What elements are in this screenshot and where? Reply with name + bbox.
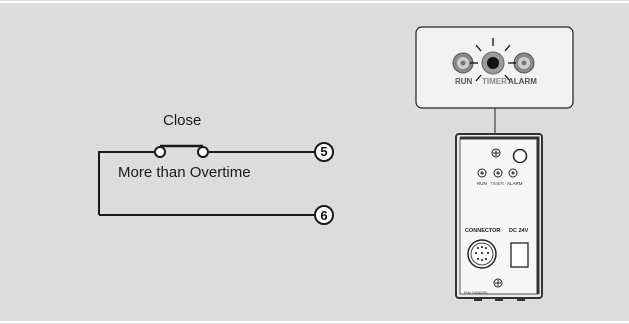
- callout-timer-led: [481, 51, 505, 75]
- wire-top: [98, 151, 160, 215]
- panel-knob: [512, 148, 528, 164]
- condition-label: More than Overtime: [118, 164, 251, 181]
- contact-left-node: [154, 146, 166, 158]
- panel-timer-label: TIMER: [490, 181, 504, 186]
- top-screw-icon: [491, 148, 501, 158]
- callout-run-label: RUN: [455, 77, 473, 86]
- callout-timer-label: TIMER: [482, 77, 507, 86]
- connector-socket-icon: [467, 239, 497, 269]
- timer-led-glow-rays: [470, 38, 516, 82]
- terminal-6-circle: [314, 205, 334, 225]
- panel-led-row: [477, 168, 518, 178]
- contact-right-node: [197, 146, 209, 158]
- panel-alarm-label: ALARM: [507, 181, 523, 186]
- panel-run-label: RUN: [477, 181, 487, 186]
- terminal-6-number: 6: [320, 208, 328, 223]
- part-number-label: P/N 1094205: [464, 290, 488, 295]
- connector-label: CONNECTOR: [465, 228, 501, 234]
- contact-close-label: Close: [163, 112, 202, 129]
- terminal-5-number: 5: [320, 144, 328, 159]
- bottom-screw-icon: [493, 278, 503, 288]
- power-label: DC 24V: [509, 228, 529, 234]
- controller-unit: [455, 133, 543, 301]
- power-jack-icon: [510, 242, 529, 268]
- callout-alarm-label: ALARM: [508, 77, 537, 86]
- terminal-5-circle: [314, 142, 334, 162]
- callout-alarm-led: [513, 52, 535, 74]
